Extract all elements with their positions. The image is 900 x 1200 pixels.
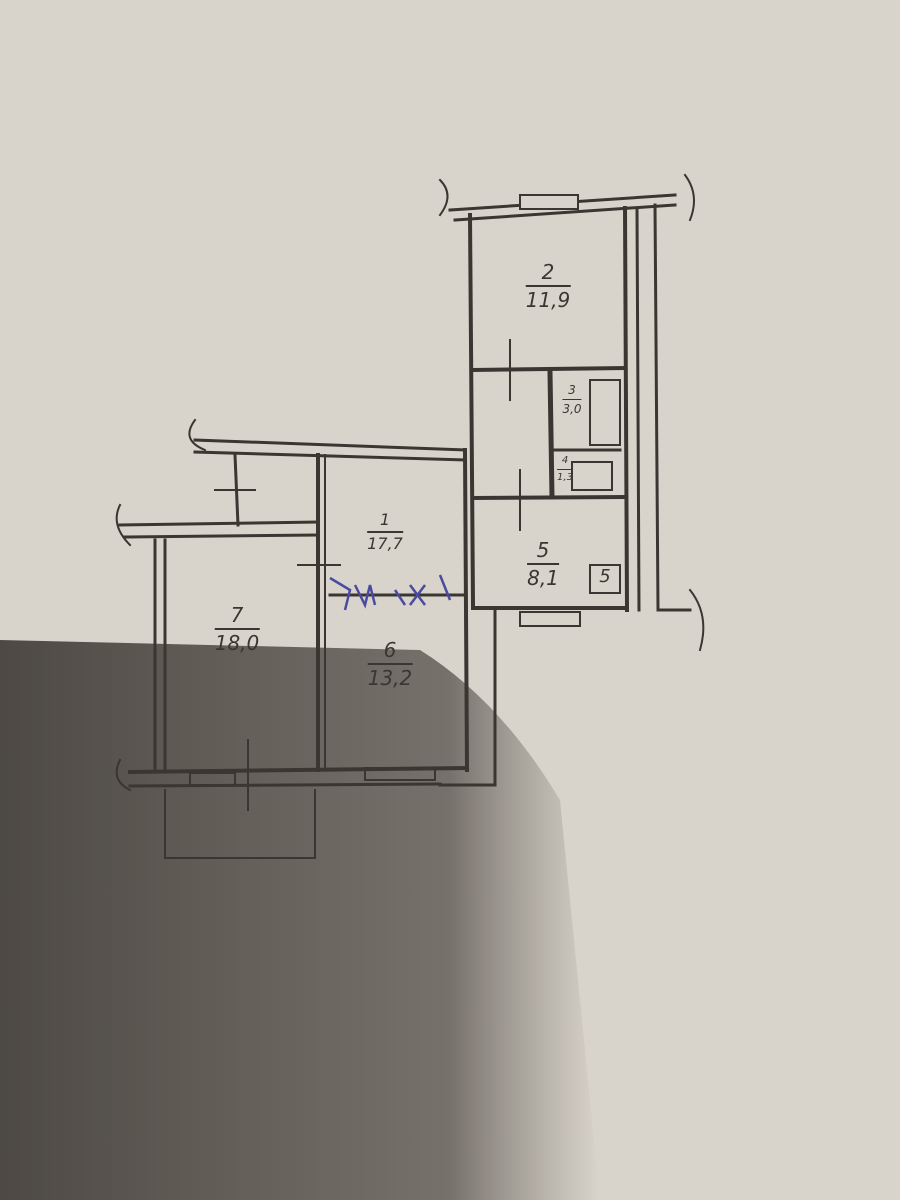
room-number: 4 [557,456,573,470]
room-area: 11,9 [525,288,571,312]
room-number: 7 [214,605,260,630]
walls [115,173,705,859]
room-area: 18,0 [214,631,260,655]
room-number: 1 [367,512,403,533]
room-area: 8,1 [527,566,559,590]
room-number: 3 [562,384,582,400]
window-room6 [364,767,436,781]
room-number: 6 [367,640,413,665]
room-number: 5 [527,540,559,565]
room-area: 3,0 [562,402,582,416]
pen-marks [329,574,452,611]
window-top [519,194,579,210]
window-kitchen [519,611,581,627]
room-area: 1,3 [557,472,573,483]
window-room7 [189,772,236,786]
room-area: 13,2 [367,666,413,690]
room-number: 2 [525,262,571,287]
stove-mark: 5 [599,566,611,587]
room-area: 17,7 [367,534,403,553]
shadow [0,640,600,1200]
stove [589,564,621,594]
